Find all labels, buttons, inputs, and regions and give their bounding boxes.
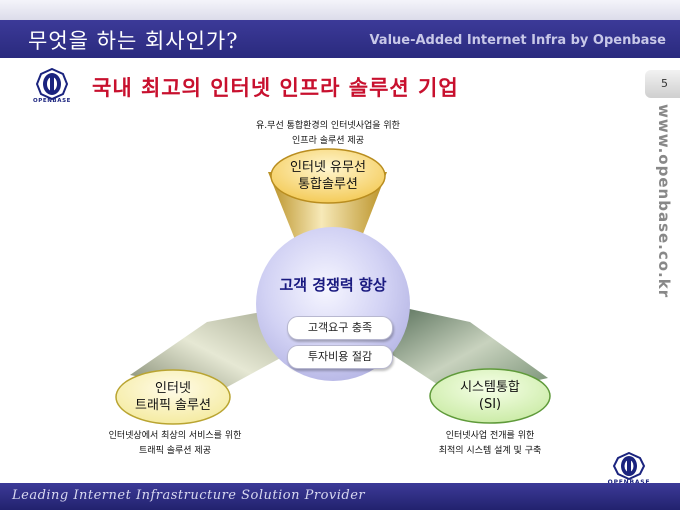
left-node-label: 인터넷 트래픽 솔루션 <box>116 380 230 414</box>
header-tagline: Value-Added Internet Infra by Openbase <box>369 33 666 48</box>
footer-bar: Leading Internet Infrastructure Solution… <box>0 483 680 510</box>
page-title: 무엇을 하는 회사인가? <box>28 29 239 53</box>
top-caption-line: 인프라 솔루션 제공 <box>292 136 364 146</box>
openbase-logo-icon <box>612 451 646 481</box>
top-caption-line: 유.무선 통합환경의 인터넷사업을 위한 <box>256 121 400 131</box>
left-node-caption: 인터넷상에서 최상의 서비스를 위한 트래픽 솔루션 제공 <box>75 429 275 459</box>
left-node-label-line: 트래픽 솔루션 <box>135 398 211 413</box>
header-bar: 무엇을 하는 회사인가? Value-Added Internet Infra … <box>0 20 680 58</box>
page-number: 5 <box>661 77 668 90</box>
right-caption-line: 최적의 시스템 설계 및 구축 <box>438 446 542 456</box>
left-caption-line: 트래픽 솔루션 제공 <box>139 446 211 456</box>
headline: 국내 최고의 인터넷 인프라 솔루션 기업 <box>92 75 459 100</box>
top-node-caption: 유.무선 통합환경의 인터넷사업을 위한 인프라 솔루션 제공 <box>228 119 428 149</box>
logo-text: OPENBASE <box>32 98 72 104</box>
right-node-caption: 인터넷사업 전개를 위한 최적의 시스템 설계 및 구축 <box>400 429 580 459</box>
top-node-label-line: 인터넷 유무선 <box>290 160 366 175</box>
logo-text: OPENBASE <box>596 479 662 486</box>
left-node-label-line: 인터넷 <box>155 381 191 396</box>
page-number-badge: 5 <box>645 70 680 98</box>
top-node-ellipse <box>270 148 386 204</box>
right-node-label-line: 시스템통합 <box>460 380 520 395</box>
footer-text: Leading Internet Infrastructure Solution… <box>12 488 366 503</box>
center-title: 고객 경쟁력 향상 <box>279 276 387 294</box>
center-item: 투자비용 절감 <box>287 345 393 369</box>
center-circle <box>256 227 410 381</box>
openbase-logo: OPENBASE <box>30 67 74 110</box>
top-node-label-line: 통합솔루션 <box>298 177 358 192</box>
right-node-label-line: (SI) <box>478 397 502 412</box>
openbase-logo-footer: OPENBASE <box>596 451 662 497</box>
website-url: www.openbase.co.kr <box>655 104 673 299</box>
openbase-logo-icon <box>35 67 69 101</box>
left-caption-line: 인터넷상에서 최상의 서비스를 위한 <box>108 431 242 441</box>
top-strip <box>0 0 680 20</box>
right-caption-line: 인터넷사업 전개를 위한 <box>445 431 535 441</box>
right-node-label: 시스템통합 (SI) <box>430 379 550 413</box>
center-item: 고객요구 충족 <box>287 316 393 340</box>
top-node-label: 인터넷 유무선 통합솔루션 <box>271 159 385 193</box>
left-node-ellipse <box>115 369 231 425</box>
right-node-ellipse <box>429 368 551 424</box>
